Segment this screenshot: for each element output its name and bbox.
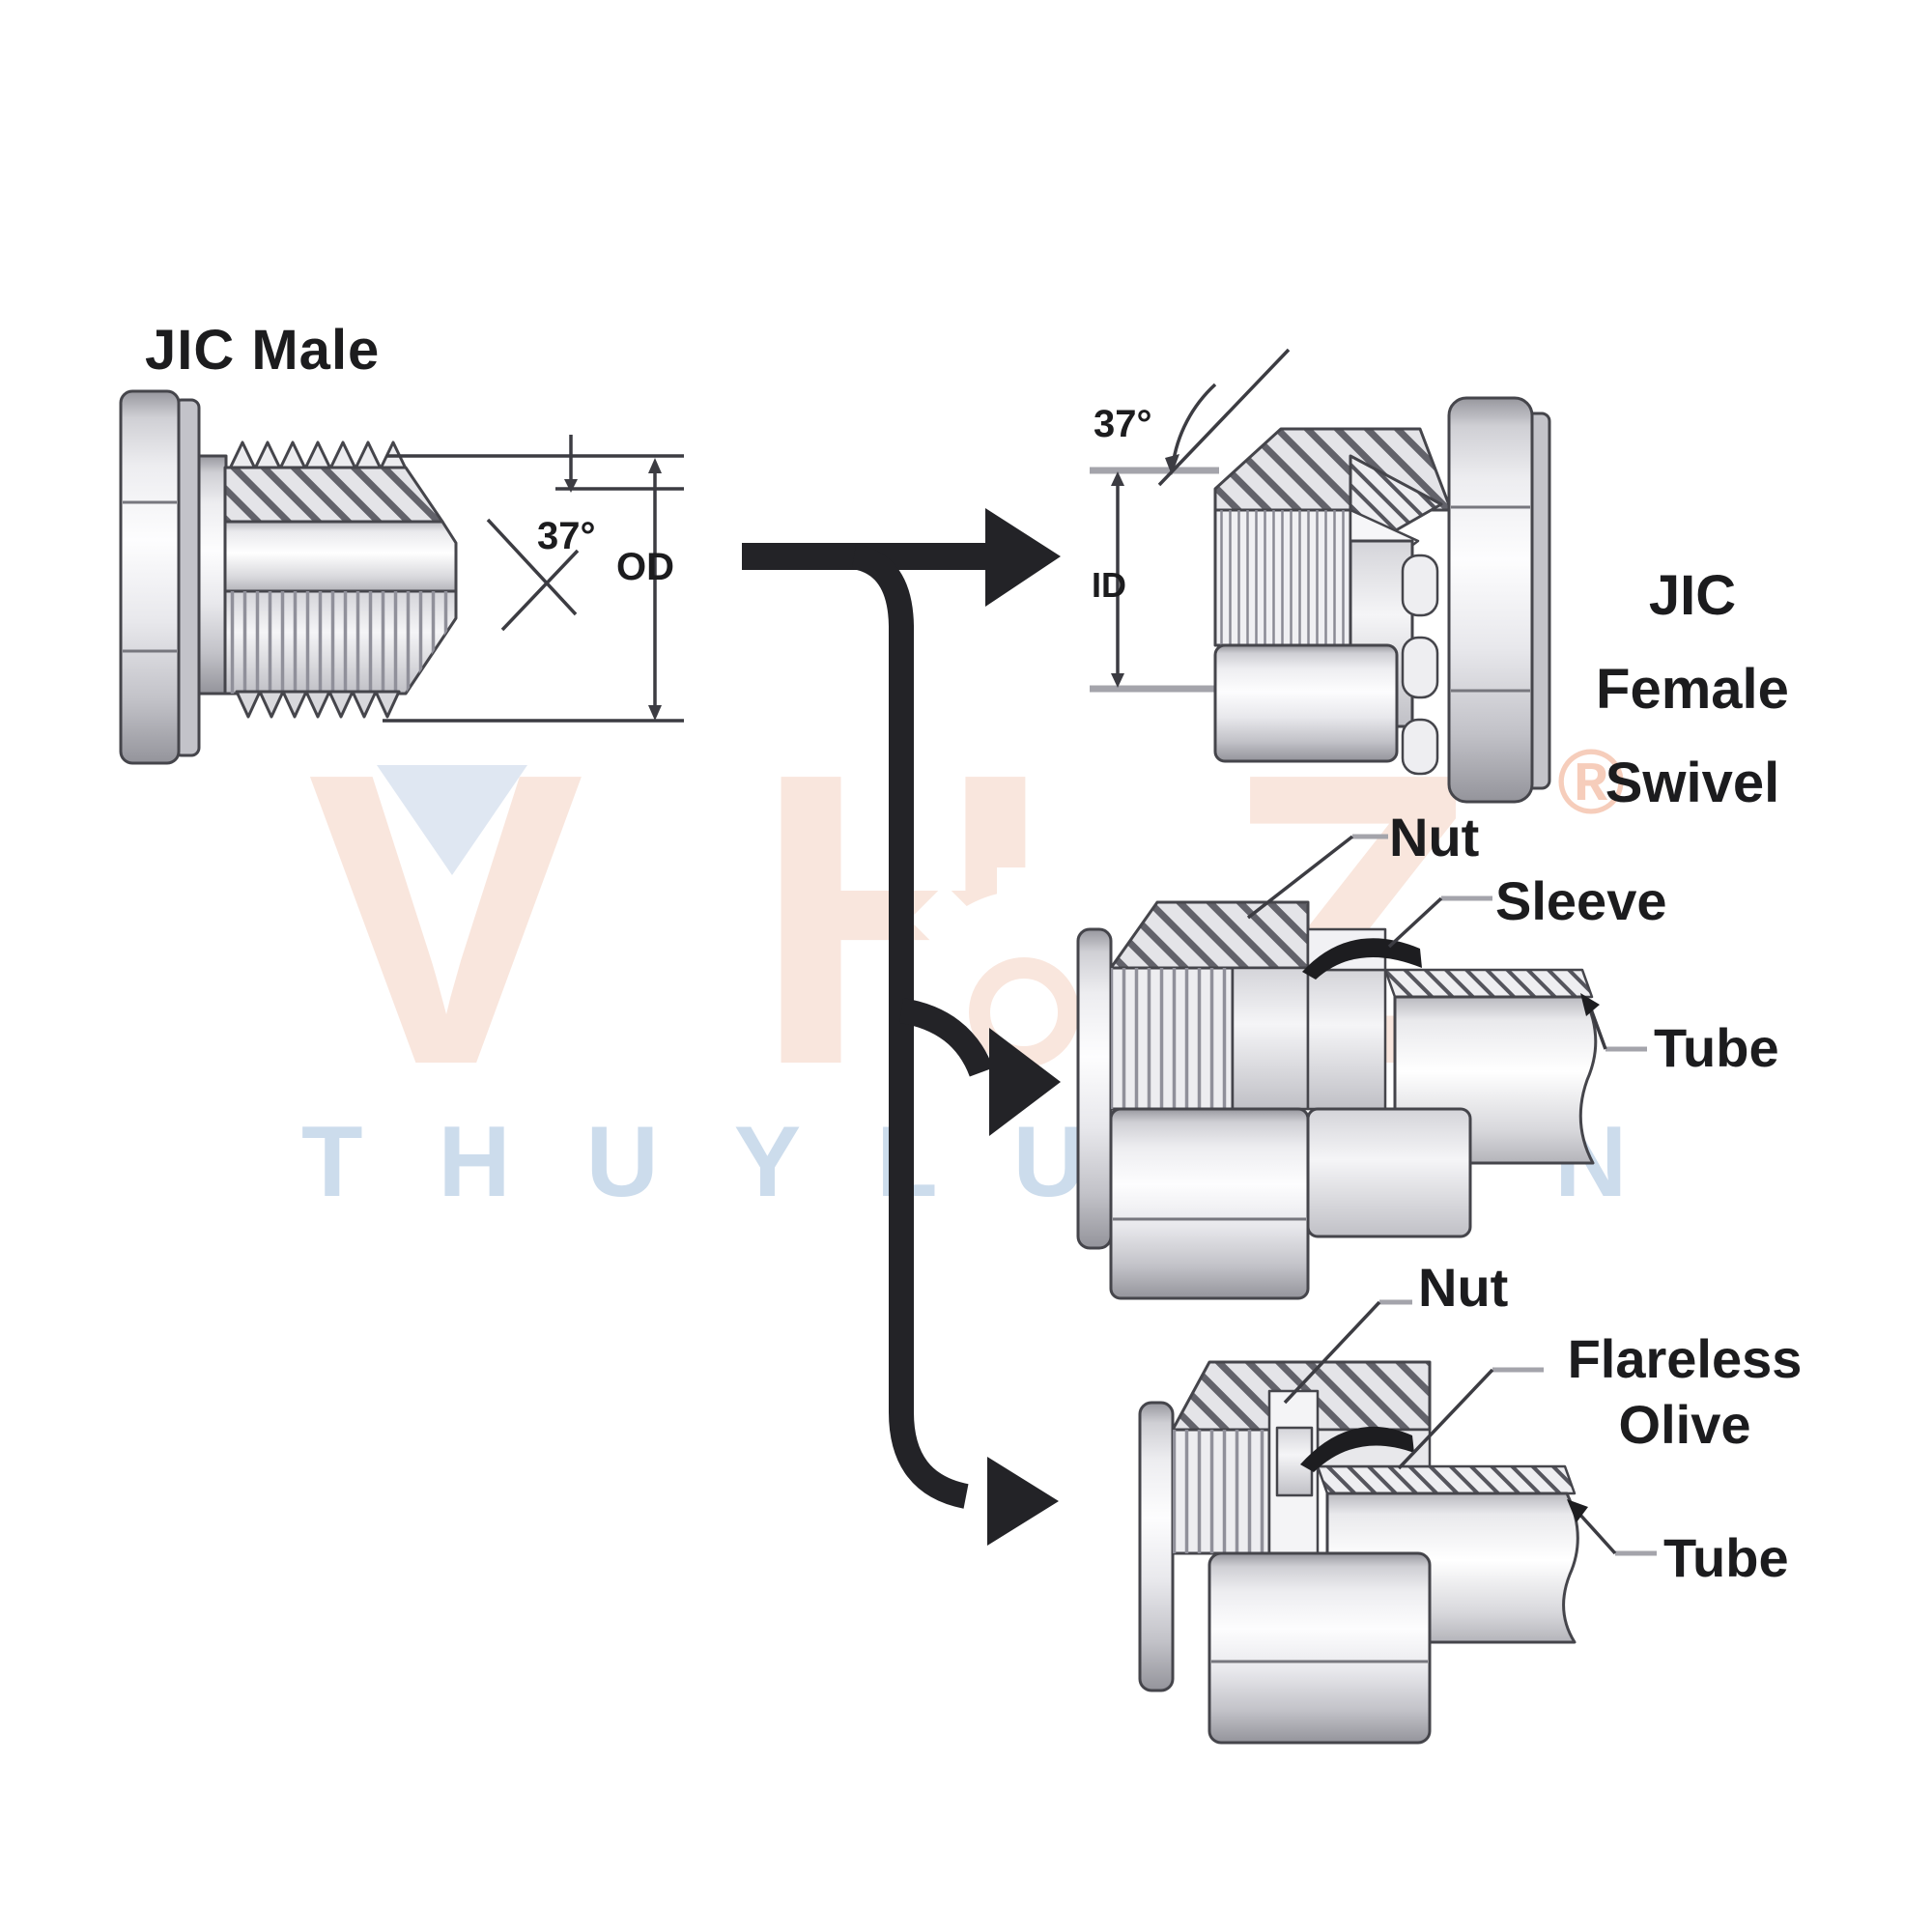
branch-line — [851, 544, 969, 1509]
female-title-line1: JIC — [1649, 564, 1736, 627]
registered-mark: ® — [1557, 731, 1625, 834]
bottom-branch-arrowhead — [987, 1457, 1059, 1546]
watermark-v-triangle-accent — [377, 765, 527, 875]
female-hex-front-face — [1447, 396, 1534, 804]
sleeve-tube-hatch-strip — [1383, 968, 1594, 999]
sleeve-tube-leader — [1588, 1006, 1607, 1050]
male-dimensions — [383, 435, 684, 723]
jic-male-fitting: JIC Male 37° OD — [119, 319, 684, 765]
sleeve-tube-label: Tube — [1654, 1017, 1779, 1078]
sleeve-hex-rear-face — [1306, 1107, 1472, 1238]
flareless-olive-label-line2: Olive — [1619, 1394, 1751, 1455]
male-shoulder — [197, 454, 228, 696]
flareless-hex-body — [1208, 1551, 1432, 1745]
flareless-tube-leader-arrowhead — [1567, 1499, 1588, 1522]
sleeve-assembly: Nut Sleeve Tube — [1076, 807, 1779, 1300]
male-angle-label: 37° — [537, 515, 596, 557]
flareless-tube-leader — [1577, 1511, 1617, 1555]
flareless-olive-leader — [1397, 1368, 1494, 1470]
sleeve-nut-collar — [1076, 927, 1113, 1250]
male-od-arrowhead-top — [648, 458, 662, 473]
flareless-nut-front-threads-ridges — [1173, 1430, 1269, 1553]
jic-female-swivel: 37° ID JIC Female Swivel — [1090, 348, 1789, 814]
female-angle-arc-arrowhead — [1165, 454, 1179, 475]
flareless-nut-leader — [1283, 1300, 1381, 1405]
female-lower-body — [1213, 643, 1399, 763]
male-lower-threads-ridges — [225, 591, 456, 694]
female-id-arrowhead-bottom — [1111, 673, 1124, 688]
female-id-arrowhead-top — [1111, 471, 1124, 486]
sleeve-sleeve-label: Sleeve — [1495, 870, 1667, 931]
male-cone-cross-line — [500, 549, 580, 632]
female-id-label: ID — [1092, 565, 1126, 605]
female-cone-extension-line — [1157, 348, 1291, 487]
female-detent-pill — [1401, 554, 1439, 617]
female-detent-pill — [1401, 718, 1439, 776]
sleeve-sleeve-leader — [1387, 896, 1443, 949]
main-arrowhead — [985, 508, 1061, 607]
middle-branch-arrowhead — [989, 1028, 1061, 1136]
jic-male-title: JIC Male — [145, 319, 380, 382]
male-thread-crests — [228, 440, 408, 470]
flow-arrows — [742, 508, 1061, 1546]
male-angle-gap-arrowhead — [564, 479, 578, 493]
female-title-line2: Female — [1596, 658, 1789, 721]
sleeve-nut-front-threads-ridges — [1111, 968, 1233, 1109]
sleeve-nut-leader — [1246, 835, 1354, 920]
middle-branch-curve — [898, 998, 994, 1077]
sleeve-nut-inner-face — [1231, 966, 1310, 1111]
flareless-olive-marker — [1300, 1426, 1414, 1472]
sleeve-marker — [1302, 938, 1422, 980]
sleeve-nut-cavity — [1306, 968, 1387, 1111]
flareless-nut-collar — [1138, 1401, 1175, 1692]
male-body-band — [223, 520, 458, 593]
sleeve-nut-label: Nut — [1389, 807, 1479, 867]
female-angle-arc — [1171, 383, 1217, 467]
male-thread-hatch-band — [223, 466, 444, 524]
flareless-assembly: Nut Flareless Olive Tube — [1138, 1257, 1803, 1745]
sleeve-tube-leader-arrowhead — [1580, 993, 1600, 1016]
flareless-tube-hatch-strip — [1316, 1464, 1577, 1495]
flareless-tube-label: Tube — [1663, 1527, 1789, 1588]
male-cone-extension-line — [486, 518, 578, 616]
flareless-nut-label: Nut — [1418, 1257, 1508, 1318]
male-od-arrowhead-bottom — [648, 705, 662, 721]
male-hex-front-face — [119, 389, 181, 765]
flareless-olive-label-line1: Flareless — [1568, 1328, 1803, 1389]
male-od-label: OD — [616, 546, 674, 588]
male-thread-roots-zigzag — [235, 690, 401, 719]
female-title-line3: Swivel — [1605, 752, 1780, 814]
female-angle-label: 37° — [1094, 403, 1152, 445]
female-detent-pill — [1401, 636, 1439, 699]
sleeve-hex-body — [1109, 1107, 1310, 1300]
female-internal-threads-ridges — [1215, 510, 1350, 645]
